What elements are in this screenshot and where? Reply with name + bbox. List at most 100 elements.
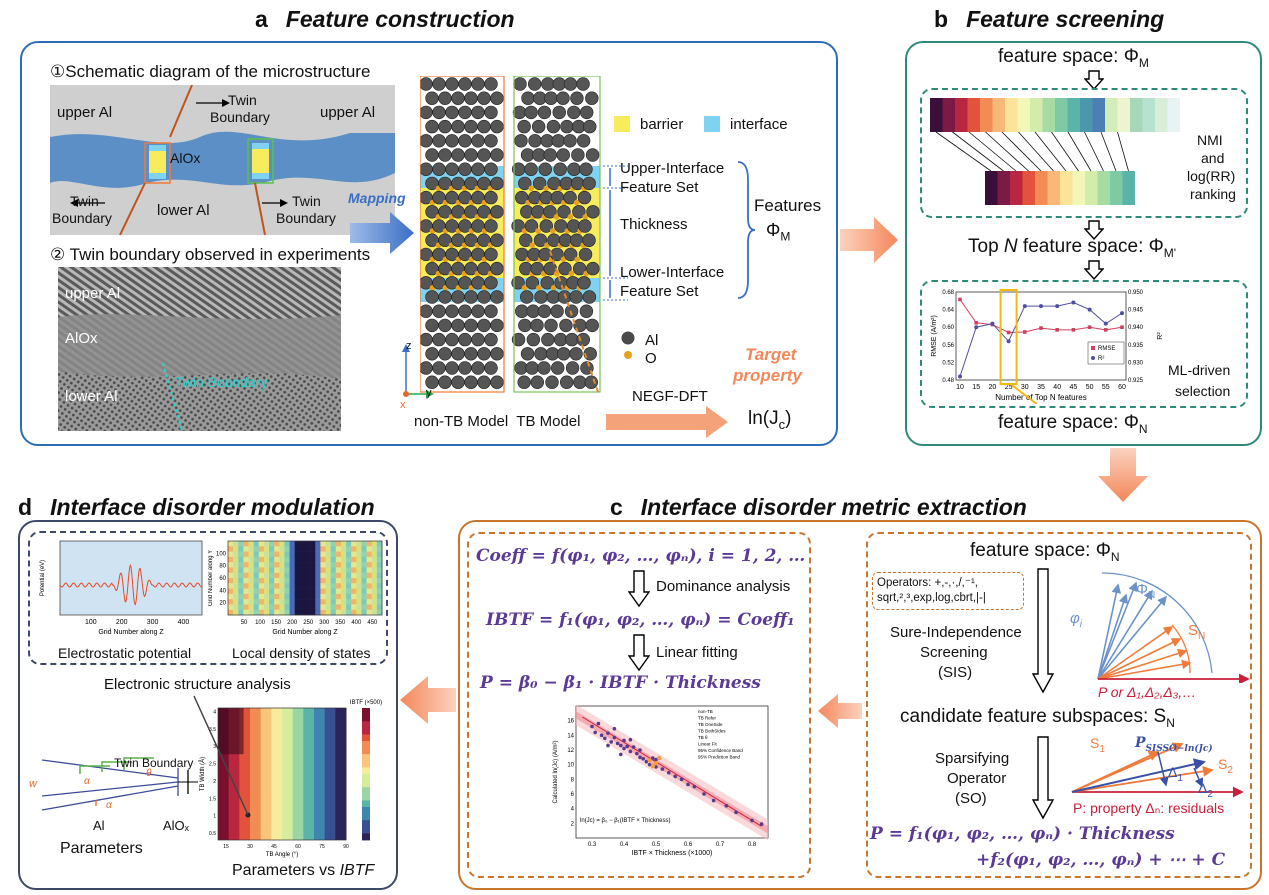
o-atom	[568, 270, 575, 277]
ldos-cell	[228, 583, 234, 589]
r2-point	[1006, 339, 1011, 344]
al-atom	[557, 205, 571, 219]
alox-label: AlOx	[170, 150, 201, 166]
ldos-cell	[356, 588, 362, 595]
data-point	[651, 756, 655, 760]
ldos-cell	[289, 609, 296, 616]
ldos-cell	[335, 572, 342, 579]
ldos-cell	[284, 572, 290, 579]
selected-vector	[1097, 659, 1192, 680]
ldos-cell	[233, 604, 239, 611]
heatmap-band	[271, 708, 283, 840]
ldos-cell	[284, 578, 290, 584]
ldos-cell	[279, 567, 285, 574]
ldos-cell	[356, 567, 362, 574]
ldos-cell	[346, 556, 352, 563]
data-point	[734, 810, 738, 815]
ldos-cell	[340, 556, 347, 563]
ranking-cell	[955, 98, 968, 132]
ldos-cell	[305, 572, 311, 579]
al-atom	[432, 304, 446, 318]
down-arrow-icon-2	[1084, 220, 1104, 240]
y-tick-label: 0.56	[942, 343, 954, 349]
operators-1: Operators: +,-,·,/,⁻¹,	[877, 577, 978, 589]
al-atom	[525, 276, 540, 290]
ldos-cell	[335, 562, 342, 568]
al-atom	[458, 304, 472, 318]
ldos-cell	[294, 551, 301, 558]
ldos-cell	[305, 588, 311, 595]
ldos-cell	[340, 541, 347, 547]
al-atom	[484, 190, 498, 205]
x-tick-label: 100	[255, 620, 266, 626]
c-to-b-arrow-icon	[818, 694, 862, 728]
al-atom	[515, 304, 529, 318]
ldos-cell	[376, 604, 383, 611]
ldos-cell	[346, 541, 352, 547]
al-atom	[464, 318, 478, 333]
ldos-cell	[376, 572, 383, 579]
rmse-point	[1023, 330, 1027, 334]
ldos-cell	[335, 551, 342, 558]
al-atom	[534, 347, 548, 361]
ldos-cell	[335, 599, 342, 605]
y-tick-label: 6	[571, 792, 575, 798]
al-atom	[445, 134, 459, 148]
ldos-cell	[274, 578, 280, 584]
heatmap-band	[282, 708, 294, 840]
ldos-cell	[233, 599, 239, 605]
al-atom	[490, 233, 504, 247]
data-point	[638, 748, 642, 752]
data-point	[625, 744, 629, 749]
colorbar-title: IBTF (×500)	[350, 700, 382, 706]
al-atom	[445, 162, 459, 176]
ranking-cell	[1155, 98, 1168, 132]
ldos-cell	[356, 556, 362, 563]
al-atom	[569, 290, 583, 304]
ldos-cell	[376, 578, 383, 584]
al-atom	[518, 318, 532, 333]
o-atom	[543, 185, 549, 192]
ldos-cell	[361, 562, 367, 568]
x-tick-label: 35	[1037, 384, 1045, 391]
ldos-cell	[284, 599, 290, 605]
al-atom	[477, 290, 491, 304]
x-tick-label: 90	[343, 844, 349, 850]
data-point	[638, 755, 642, 760]
r2-point	[1103, 321, 1108, 326]
ldos-cell	[243, 551, 249, 558]
ldos-cell	[320, 588, 326, 595]
feature-ranking-graphic	[930, 98, 1180, 205]
ldos-cell	[294, 578, 301, 584]
data-point	[599, 733, 604, 738]
data-point	[606, 743, 610, 748]
ldos-cell	[258, 599, 265, 605]
so-vector-diagram	[1071, 742, 1244, 798]
al-atom	[583, 119, 597, 134]
operators-box	[872, 572, 1024, 610]
al-atom	[520, 347, 535, 361]
ldos-cell	[269, 593, 275, 600]
ldos-cell	[228, 551, 234, 558]
x-tick-label: 0.8	[748, 842, 757, 848]
al-atom	[534, 290, 548, 304]
heatmap-band	[314, 708, 326, 840]
ldos-cell	[289, 593, 296, 600]
o-atom	[567, 214, 574, 220]
ldos-cell	[310, 609, 316, 616]
ranking-cell	[1092, 98, 1105, 132]
ldos-cell	[274, 588, 280, 595]
ldos-cell	[248, 588, 254, 595]
x-axis-label: TB Angle (°)	[266, 852, 298, 858]
ldos-cell	[284, 593, 290, 600]
ldos-cell	[233, 588, 239, 595]
al-atom	[420, 105, 433, 120]
ldos-cell	[305, 562, 311, 568]
ldos-cell	[340, 546, 347, 552]
ldos-cell	[330, 604, 337, 611]
ldos-cell	[366, 583, 373, 589]
ldos-cell	[366, 593, 373, 600]
ldos-cell	[263, 572, 270, 579]
ldos-cell	[371, 604, 378, 611]
al-atom	[576, 332, 590, 347]
